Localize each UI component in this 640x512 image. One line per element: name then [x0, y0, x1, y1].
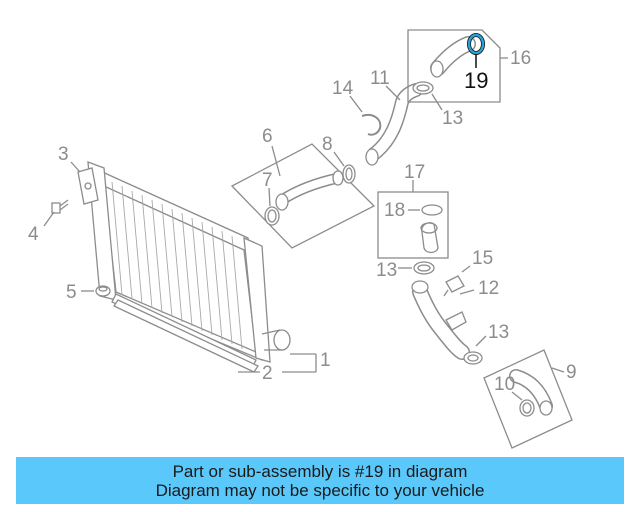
- sensor-part[interactable]: [443, 275, 465, 297]
- info-banner: Part or sub-assembly is #19 in diagram D…: [16, 457, 624, 504]
- callout-5: 5: [66, 282, 77, 303]
- callout-17: 17: [404, 162, 425, 183]
- group-box-6: [230, 143, 376, 249]
- callout-15: 15: [472, 248, 493, 269]
- callout-10: 10: [494, 374, 515, 395]
- callout-16: 16: [510, 48, 531, 69]
- clip-part[interactable]: [361, 114, 382, 136]
- o-ring-part-19[interactable]: [467, 33, 485, 55]
- bracket-part[interactable]: [77, 167, 99, 205]
- clamp-part-7[interactable]: [264, 206, 280, 226]
- callout-6: 6: [262, 126, 273, 147]
- charge-pipe-part[interactable]: [365, 83, 423, 166]
- banner-line-2: Diagram may not be specific to your vehi…: [155, 480, 485, 500]
- clamp-part-10[interactable]: [519, 399, 535, 417]
- callout-13-bottom: 13: [488, 322, 509, 343]
- clamp-part-13-top[interactable]: [412, 81, 434, 95]
- callout-18: 18: [384, 200, 405, 221]
- bolt-part[interactable]: [51, 199, 69, 214]
- clamp-part-13-bottom[interactable]: [463, 351, 483, 365]
- clamp-part-13-middle[interactable]: [413, 261, 435, 275]
- callout-2: 2: [262, 363, 273, 384]
- callout-labels: 1 2 3 4 5 6 7 8 9 10 11 12 13 13 13 14 1…: [28, 48, 577, 395]
- clamp-part-8[interactable]: [342, 164, 356, 184]
- sensor-fitting-part[interactable]: [420, 204, 443, 254]
- callout-14: 14: [332, 78, 354, 99]
- leader-lines: [43, 54, 565, 401]
- callout-7: 7: [262, 170, 273, 191]
- callout-8: 8: [322, 134, 333, 155]
- group-box-9: [483, 349, 573, 449]
- parts-diagram: 1 2 3 4 5 6 7 8 9 10 11 12 13 13 13 14 1…: [28, 29, 577, 449]
- callout-19: 19: [464, 68, 488, 93]
- callout-13-middle: 13: [376, 260, 397, 281]
- callout-12: 12: [478, 278, 499, 299]
- charge-pipe-part-12[interactable]: [411, 280, 470, 360]
- callout-1: 1: [320, 350, 331, 371]
- callout-13-top: 13: [442, 108, 463, 129]
- banner-line-1: Part or sub-assembly is #19 in diagram: [172, 461, 468, 481]
- group-box-16: [407, 29, 501, 103]
- grommet-part[interactable]: [95, 285, 111, 297]
- callout-11: 11: [370, 68, 390, 89]
- callout-3: 3: [58, 144, 69, 165]
- turbo-hose-part[interactable]: [430, 36, 476, 78]
- callout-4: 4: [28, 224, 39, 245]
- callout-9: 9: [566, 362, 577, 383]
- intake-hose-part[interactable]: [275, 170, 344, 211]
- outlet-hose-part[interactable]: [509, 369, 553, 416]
